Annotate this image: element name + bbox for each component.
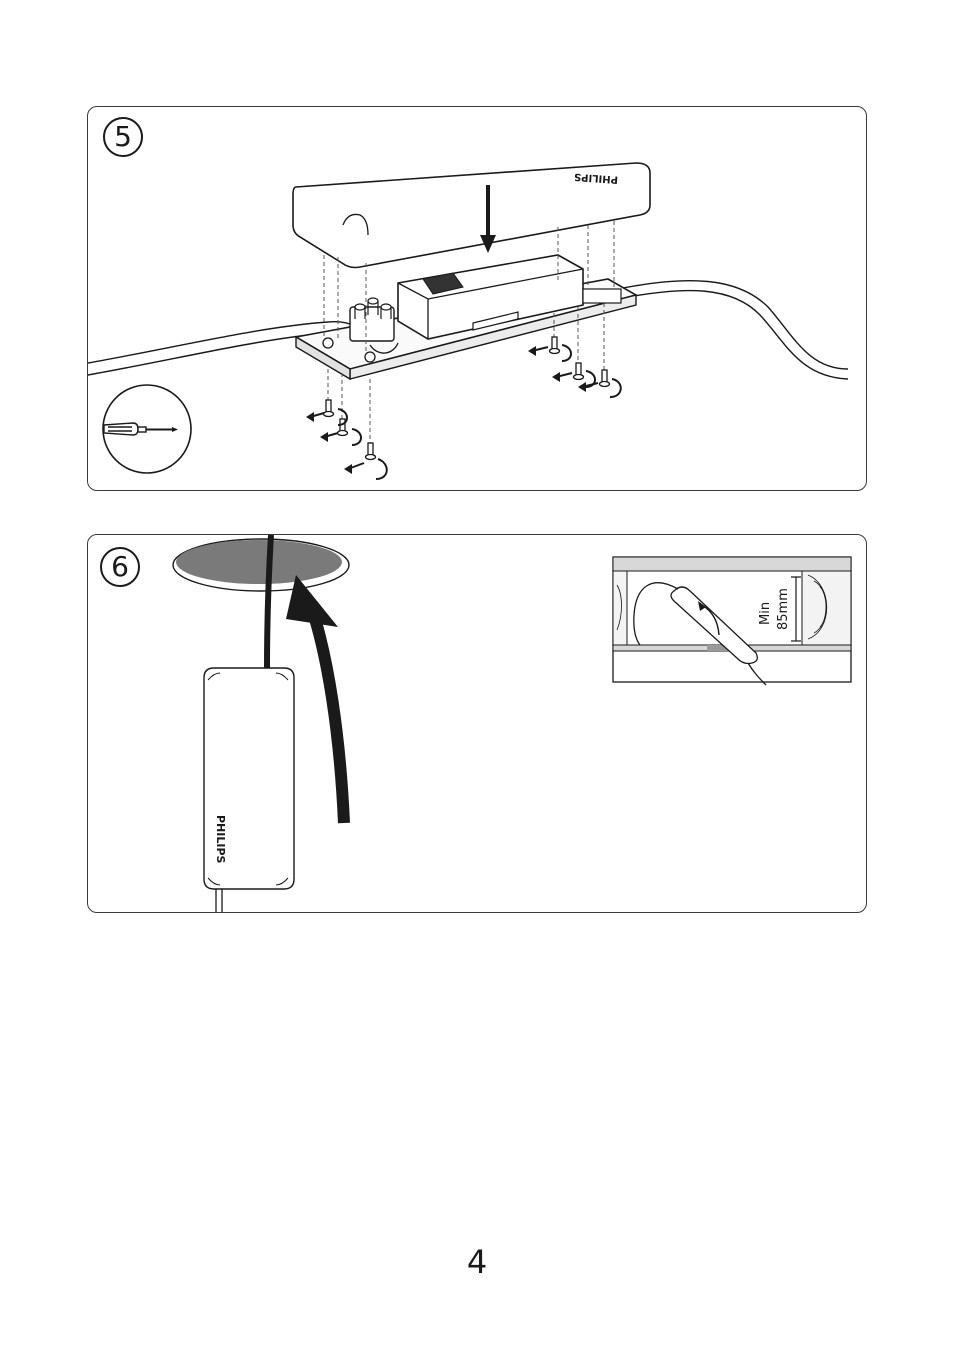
step-6-panel: 6 PHILIPS (87, 534, 867, 913)
page-number: 4 (0, 1243, 954, 1281)
step-5-panel: 5 PHILIPS (87, 106, 867, 491)
step-6-number-badge: 6 (100, 547, 140, 587)
driver-brand-label: PHILIPS (214, 815, 227, 864)
step-5-number-badge: 5 (103, 117, 143, 157)
clearance-inset: Min 85mm (613, 557, 851, 685)
clearance-value-label: 85mm (776, 588, 791, 630)
step-6-illustration: PHILIPS Min 85mm (88, 535, 867, 913)
step-5-illustration: PHILIPS (88, 107, 867, 491)
min-label: Min (758, 602, 773, 625)
